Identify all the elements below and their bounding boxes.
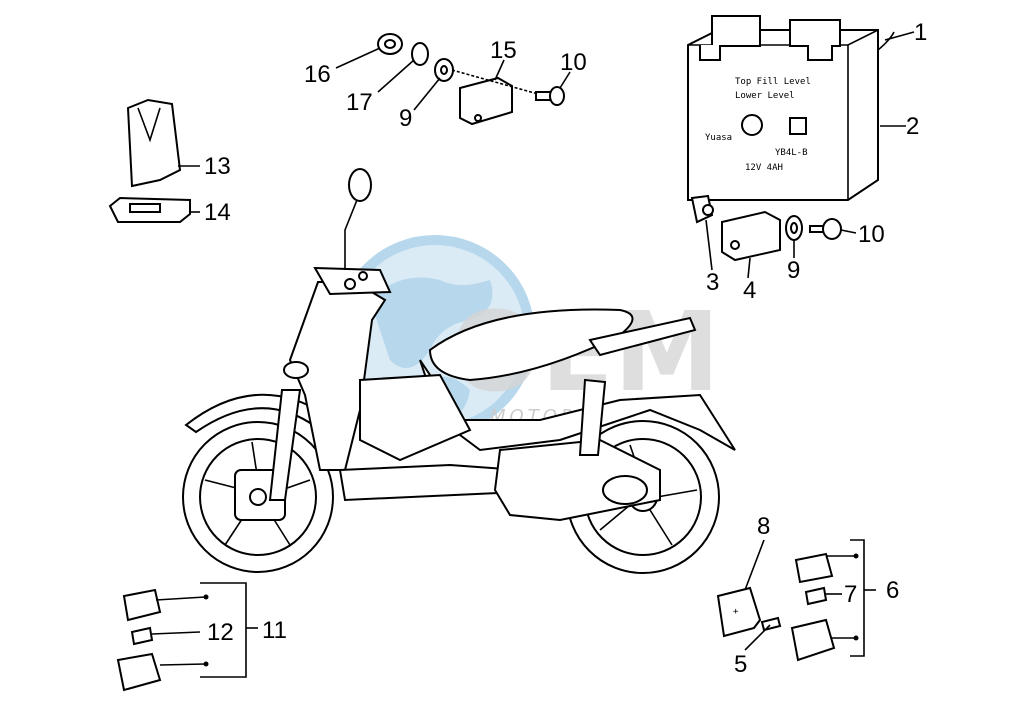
callout-16: 16 (304, 61, 331, 88)
floorboard (338, 463, 521, 502)
callout-17: 17 (346, 89, 373, 116)
callout-9-right: 9 (787, 257, 800, 284)
battery-label-top-fill: Top Fill Level (735, 77, 811, 87)
callout-12: 12 (207, 619, 234, 646)
regulator-4 (721, 210, 781, 262)
cover-13 (126, 98, 182, 188)
watermark-continents (370, 277, 493, 420)
mirror (348, 168, 372, 202)
screw-10-top (535, 86, 565, 106)
washer-9-right (785, 215, 803, 241)
fuse-7 (804, 586, 828, 606)
front-fork (268, 389, 302, 501)
callout-13: 13 (204, 153, 231, 180)
callout-9-top: 9 (399, 105, 412, 132)
mirror-stem (344, 189, 361, 270)
relay-15 (459, 76, 513, 126)
fuse-holder-bottom-right (790, 618, 836, 662)
rear-rack (588, 316, 697, 357)
module-14 (108, 196, 191, 223)
front-wheel (182, 421, 334, 573)
fuse-holder-top-left (122, 588, 162, 622)
nut-16 (377, 33, 403, 55)
callout-5: 5 (734, 651, 747, 678)
callout-10-top: 10 (560, 49, 587, 76)
leader-lines (151, 31, 915, 678)
side-panel (359, 373, 472, 462)
battery-model: YB4L-B (775, 148, 808, 158)
battery-rating: 12V 4AH (745, 163, 783, 173)
fuse-12 (130, 626, 154, 646)
svg-text:+: + (733, 607, 739, 617)
callout-3: 3 (706, 269, 719, 296)
fuse-box-cover-8: + (716, 586, 762, 638)
callout-2: 2 (906, 113, 919, 140)
rear-shock (578, 378, 607, 456)
rear-body (419, 359, 736, 452)
washer-17 (411, 42, 429, 66)
callout-8: 8 (757, 513, 770, 540)
callout-6: 6 (886, 577, 899, 604)
fuse-holder-top-right (794, 552, 834, 584)
washer-9-top (434, 58, 454, 82)
bracket-3 (690, 194, 714, 224)
callouts: 1 2 3 4 5 6 7 8 9 9 10 10 11 12 13 14 15… (204, 19, 927, 678)
callout-15: 15 (490, 37, 517, 64)
battery: Top Fill Level Lower Level Yuasa YB4L-B … (687, 15, 895, 201)
fuse-holder-bottom-left (116, 652, 162, 692)
callout-7: 7 (844, 581, 857, 608)
callout-1: 1 (914, 19, 927, 46)
screw-10-right (809, 218, 842, 240)
battery-brand: Yuasa (705, 133, 732, 143)
callout-10-right: 10 (858, 221, 885, 248)
screw-5 (760, 616, 782, 632)
scooter-illustration (182, 168, 736, 574)
battery-label-lower: Lower Level (735, 91, 795, 101)
callout-11: 11 (262, 617, 287, 644)
callout-4: 4 (743, 277, 756, 304)
callout-14: 14 (204, 199, 231, 226)
